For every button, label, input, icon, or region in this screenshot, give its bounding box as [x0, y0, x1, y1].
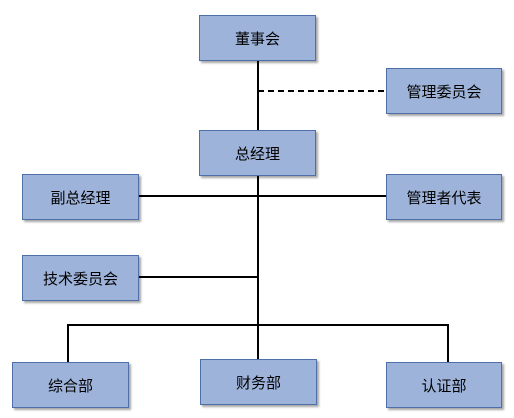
management-committee-box: 管理委员会	[386, 68, 502, 114]
deputy-rep-connector-line	[138, 195, 388, 197]
board-box: 董事会	[199, 15, 316, 61]
dashed-line-to-management-committee	[258, 90, 386, 92]
technical-committee-label: 技术委员会	[42, 269, 118, 288]
dept-3-drop-line	[447, 324, 449, 362]
general-manager-box: 总经理	[199, 130, 316, 176]
dept-1-drop-line	[67, 324, 69, 362]
department-label: 认证部	[421, 376, 467, 395]
department-box-comprehensive: 综合部	[12, 362, 129, 408]
board-to-gm-line	[257, 60, 259, 130]
deputy-general-manager-label: 副总经理	[50, 188, 111, 207]
technical-committee-connector-line	[138, 276, 258, 278]
department-box-finance: 财务部	[200, 359, 317, 405]
deputy-general-manager-box: 副总经理	[22, 174, 139, 220]
management-representative-box: 管理者代表	[386, 174, 502, 220]
department-box-certification: 认证部	[386, 362, 502, 408]
gm-trunk-line	[257, 176, 259, 359]
management-representative-label: 管理者代表	[406, 188, 482, 207]
general-manager-label: 总经理	[234, 144, 280, 163]
departments-bus-line	[67, 324, 449, 326]
department-label: 财务部	[235, 373, 281, 392]
management-committee-label: 管理委员会	[406, 82, 482, 101]
board-label: 董事会	[234, 29, 280, 48]
technical-committee-box: 技术委员会	[22, 255, 139, 301]
department-label: 综合部	[47, 376, 93, 395]
